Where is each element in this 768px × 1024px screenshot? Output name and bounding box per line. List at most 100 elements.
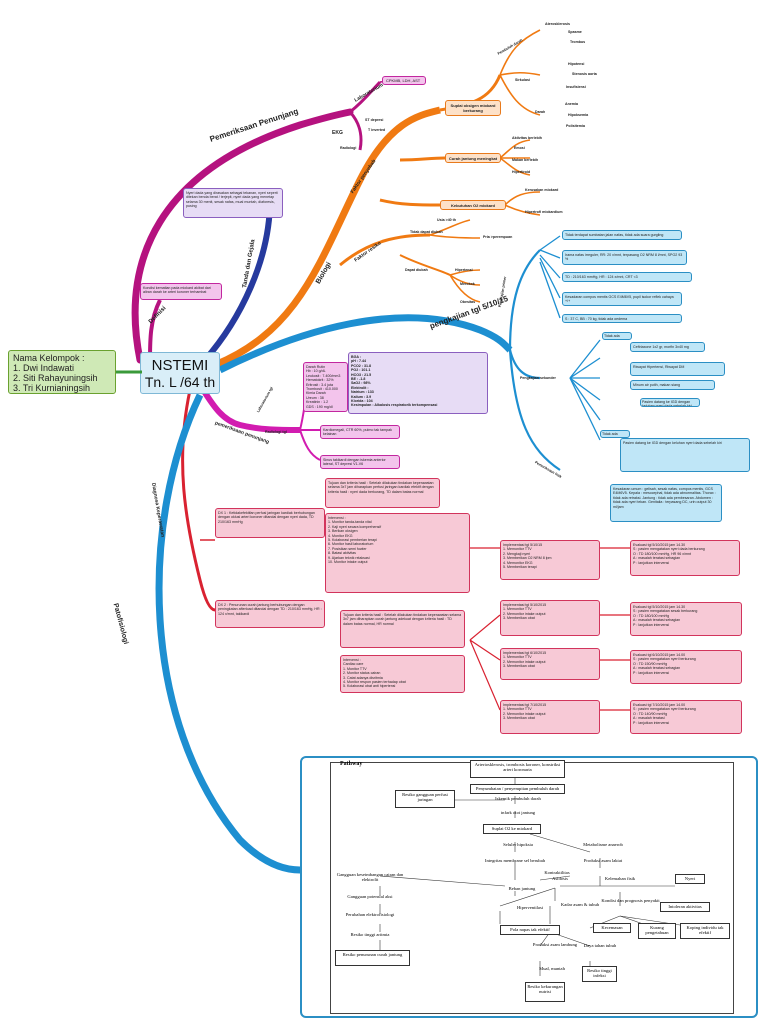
pw-node-24[interactable]: Pola napas tak efektif [500,925,560,935]
alergi-box[interactable]: Tidak ada [602,332,632,340]
lab-box[interactable]: Darah Rutin Hb : 10 g/dL Leukosit : 7.40… [303,362,348,412]
leaf: Aktivitas berlebih [512,136,542,140]
intervensi1-text: Intervensi : 1. Monitor tanda-tanda vita… [328,516,382,565]
tujuan2-box[interactable]: Tujuan dan kriteria hasil : Setelah dila… [340,610,465,648]
exposure-box[interactable]: S : 37 C, BB : 70 kg, tidak ada oedema [562,314,682,323]
pw-node-16: Kelemahan fisik [604,876,636,881]
evaluasi2b-text: Evaluasi tgl 6/10/2015 jam 14.00 S : pas… [633,653,696,675]
center-node[interactable]: NSTEMI Tn. L /64 th [140,352,220,394]
branch-tanda-gejala [202,199,273,362]
pw-node-22[interactable]: Intoleran aktivitas [660,902,710,912]
group-title: Nama Kelompok : [13,353,85,363]
leaf: Trombus [570,40,586,44]
center-title: NSTEMI [151,357,209,374]
label-ekg: EKG [332,130,343,136]
pw-node-5: infark otot jantung [500,810,536,815]
branch-penunjang2 [197,383,301,433]
leaf: Aterosklerosis [545,22,570,26]
airway-box[interactable]: Tidak terdapat sumbatan jalan nafas, tid… [562,230,682,240]
label-radiologi: Radiologi [340,146,357,150]
evaluasi2a-text: Evaluasi tgl 5/10/2015 jam 14.30 S : pas… [633,605,698,627]
center-subtitle: Tn. L /64 th [144,374,216,390]
label-pengkajian-sekunder: Pengkajian sekunder [520,376,556,380]
implementasi2a-text: Implementasi tgl 5/10/2015 1. Memonitor … [503,603,547,621]
tanda-gejala-box[interactable]: Nyeri dada yang dirasakan sebagai tekana… [183,188,283,218]
intervensi2-box[interactable]: Intervensi : Cardiac care 1. Monitor TTV… [340,655,465,693]
pw-node-28[interactable]: Resiko penurunan curah jantung [335,950,410,966]
leaf: Darah [535,110,546,114]
implementasi2b-box[interactable]: Implementasi tgl 6/10/2015 1. Memonitor … [500,648,600,680]
branch-pemeriksaan [131,108,354,364]
group-connector [116,370,142,374]
pw-node-18: Perubahan elektrofisiologi [345,912,395,917]
implementasi2a-box[interactable]: Implementasi tgl 5/10/2015 1. Memonitor … [500,600,600,636]
pw-node-26[interactable]: Kurang pengetahuan [638,923,676,939]
evaluasi2a-box[interactable]: Evaluasi tgl 5/10/2015 jam 14.30 S : pas… [630,602,742,636]
pw-node-19: Hiperventilasi [516,905,544,910]
tujuan1-box[interactable]: Tujuan dan kriteria hasil : Setelah dila… [325,478,440,508]
pw-node-1[interactable]: Arteriosklerosis, trombosis koroner, kon… [470,760,565,778]
curah-box[interactable]: Curah jantung meningkat [445,153,501,163]
pw-node-4: Iskemik pembuluh darah [495,796,541,801]
pw-node-33[interactable]: Resiko kekurangan nutrisi [525,982,565,1002]
leaf: Dapat diubah [405,268,428,272]
implementasi1-box[interactable]: Implementasi tgl 5/10/15 1. Memonitor TT… [500,540,600,580]
evaluasi2c-text: Evaluasi tgl 7/10/2015 jam 14.00 S : pas… [633,703,696,725]
medikasi-box[interactable]: Ceftriaxone 1x2 gr, morfin 3x40 mg [630,342,705,352]
leaf: Obesitas [460,300,476,304]
intervensi1-box[interactable]: Intervensi : 1. Monitor tanda-tanda vita… [325,513,470,593]
implementasi1-text: Implementasi tgl 5/10/15 1. Memonitor TT… [503,543,552,570]
dx1-box[interactable]: DX 1 : Ketidakefektifan perfusi jaringan… [215,508,325,538]
dx2-box[interactable]: DX 2 : Penurunan curah jantung berhubung… [215,600,325,628]
leaf: Stenosis aorta [572,72,597,76]
label-radiologi2: Radiologi tgl [265,430,287,434]
leaf: Hipoksemia [568,113,589,117]
evaluasi2c-box[interactable]: Evaluasi tgl 7/10/2015 jam 14.00 S : pas… [630,700,742,734]
past-box[interactable]: Riwayat Hipertensi, Riwayat DM [630,362,725,376]
leaf: Polisitemia [566,124,585,128]
label-t-inverted: T inverted [368,128,386,132]
disability-box[interactable]: Kesadaran compos mentis GCS E4M6V5, pupi… [562,292,682,306]
leaf: Tidak dapat diubah [410,230,443,234]
kebutuhan-box[interactable]: Kebutuhan O2 miokard meningkat [440,200,506,210]
event2-box[interactable]: Tidak ada [600,430,630,438]
group-member: 2. Siti Rahayuningsih [13,373,98,383]
ekg-box[interactable]: Sinus takikardi dengan iskemia anterior … [320,455,400,469]
suplai-box[interactable]: Suplai oksigen miokard berkurang [445,100,501,116]
pw-node-32[interactable]: Resiko tinggi infeksi [582,966,617,982]
leaf: Spasme [568,30,582,34]
pw-node-25[interactable]: Kecemasan [593,923,631,933]
pathway-title: Pathway [340,761,363,767]
radiologi-box[interactable]: Kardiomegali, CTR 60%, pulmo tak tampak … [320,425,400,439]
event-detail-box[interactable]: Pasien datang ke IGD dengan keluhan nyer… [620,438,750,472]
bga-box[interactable]: BGA : pH : 7.44 PCO2 : 31.8 PO2 : 101.1 … [348,352,488,414]
implementasi2c-box[interactable]: Implementasi tgl 7/10/2015 1. Memonitor … [500,700,600,734]
last-box[interactable]: Minum air putih, makan siang [630,380,715,390]
evaluasi2b-box[interactable]: Evaluasi tgl 6/10/2015 jam 14.00 S : pas… [630,650,742,684]
breathing-box[interactable]: Irama nafas irreguler, RR: 20 x/mnt, ter… [562,250,687,265]
implementasi2b-text: Implementasi tgl 6/10/2015 1. Memonitor … [503,651,547,669]
event-box[interactable]: Pasien datang ke IGD dengan keluhan nyer… [640,398,700,407]
evaluasi1-box[interactable]: Evaluasi tgl 5/10/2015 jam 14.30 S : pas… [630,540,740,576]
pemeriksaan-fisik-box[interactable]: Kesadaran umum : gelisah, sesak nafas, c… [610,484,722,522]
pw-node-12: Gangguan keseimbangan cairan dan elektro… [336,872,404,883]
pw-node-6[interactable]: Suplai O2 ke miokard [483,824,541,834]
leaf: Kerusakan miokard [525,188,559,192]
pw-node-31: Mual, muntah [539,966,565,971]
leaf: Pria >perempuan [483,235,513,239]
definisi-box[interactable]: Kondisi kematian pada miokard akibat dar… [140,283,222,300]
leaf: Merokok [460,282,475,286]
pw-node-2[interactable]: Penyumbatan / penyempitan pembuluh darah [470,784,565,794]
leaf: Makan berlebih [512,158,539,162]
pw-node-17[interactable]: Nyeri [675,874,705,884]
pw-node-27[interactable]: Koping individu tak efektif [680,923,730,939]
group-member: 3. Tri Kurnianingsih [13,383,91,393]
leaf: Hipertensi [455,268,473,272]
pw-node-8: Metabolisme anaerob [583,842,623,847]
pathway-frame [300,756,758,1018]
cpkmb-box[interactable]: CPKMB, LDH, AST [382,76,426,85]
pw-node-3[interactable]: Resiko gangguan perfusi jaringan [395,790,455,808]
circulation-box[interactable]: TD : 210/163 mmHg, HR : 124 x/mnt, CRT <… [562,272,692,282]
leaf: Hipertiroid [512,170,531,174]
